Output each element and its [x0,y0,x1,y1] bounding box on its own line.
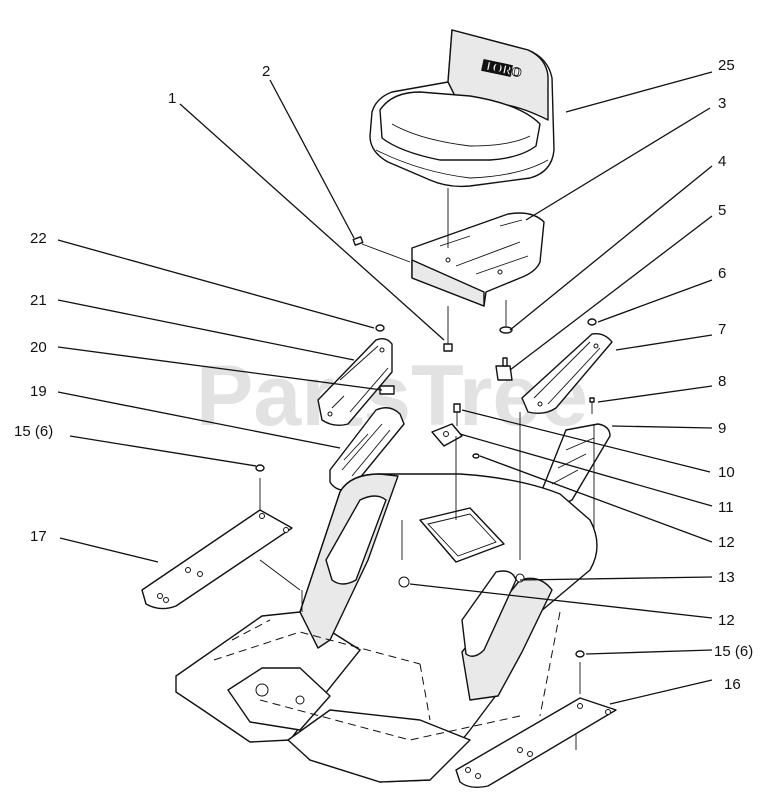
callout-3: 3 [718,95,726,112]
callout-8: 8 [718,373,726,390]
callout-7: 7 [718,321,726,338]
callout-labels: 1 2 3 4 5 6 7 8 9 10 11 12 12 13 15 (6) … [14,57,753,693]
nut-12-part[interactable] [472,453,480,459]
seat-part[interactable]: TORO [369,29,555,188]
bolt-10-part[interactable] [453,403,461,426]
pivot-bracket-part[interactable] [431,423,463,447]
callout-19: 19 [30,383,47,400]
screw-6-part[interactable] [587,318,597,326]
leader-lines [57,71,713,705]
callout-25: 25 [718,57,735,74]
callout-17: 17 [30,528,47,545]
fender-pad-left-lower-part[interactable] [329,407,405,492]
screw-15-right-part[interactable] [575,650,585,658]
knob-5-part[interactable] [495,357,513,381]
callout-15-left: 15 (6) [14,423,53,440]
running-board-16-part[interactable] [455,697,617,789]
callout-9: 9 [718,420,726,437]
fender-pad-right-part[interactable] [521,332,613,415]
callout-15-right: 15 (6) [714,643,753,660]
callout-5: 5 [718,202,726,219]
screw-8-part[interactable] [589,397,595,414]
callout-21: 21 [30,292,47,309]
callout-6: 6 [718,265,726,282]
callout-22: 22 [30,230,47,247]
callout-10: 10 [718,464,735,481]
running-board-17-part[interactable] [141,509,293,610]
callout-2: 2 [262,63,270,80]
callout-1: 1 [168,90,176,107]
callout-13: 13 [718,569,735,586]
callout-16: 16 [724,676,741,693]
bolt-2-part[interactable] [352,236,411,263]
callout-20: 20 [30,339,47,356]
screw-22-part[interactable] [375,324,385,332]
callout-11: 11 [718,499,734,516]
callout-12-lower: 12 [718,612,735,629]
spacer-20-part[interactable] [379,385,395,395]
washer-4-part[interactable] [499,300,513,334]
seat-pan-part[interactable] [411,212,545,307]
callout-12-upper: 12 [718,534,735,551]
callout-4: 4 [718,153,726,170]
fender-pad-left-part[interactable] [317,337,393,427]
screw-15-left-part[interactable] [255,464,265,472]
nut-1-part[interactable] [443,306,453,352]
